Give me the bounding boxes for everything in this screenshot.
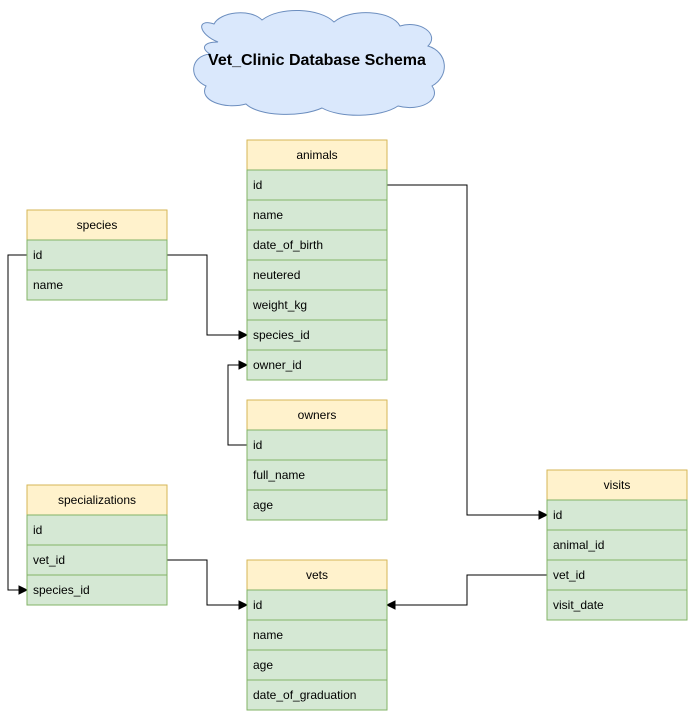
arrowhead-animals-visits (538, 510, 549, 520)
field-row (546, 559, 688, 591)
field-row (546, 589, 688, 621)
rel-species-specializations (7, 254, 27, 591)
diagram-title: Vet_Clinic Database Schema (208, 52, 426, 69)
field-name: name (253, 628, 283, 642)
field-name: species_id (33, 583, 90, 597)
table-title: species (77, 218, 118, 232)
field-name: id (253, 438, 262, 452)
field-name: full_name (253, 468, 305, 482)
rel-owners-animals (227, 364, 247, 446)
table-specializations: specializations id vet_id species_id (26, 484, 168, 606)
table-animals: animals id name date_of_birth neutered weight… (246, 139, 388, 381)
field-name: id (253, 598, 262, 612)
field-name: neutered (253, 268, 300, 282)
table-header (246, 399, 388, 431)
field-name: visit_date (553, 598, 604, 612)
rel-species-animals (167, 254, 241, 336)
field-row (246, 679, 388, 711)
field-row (546, 529, 688, 561)
field-name: weight_kg (252, 298, 307, 312)
arrowhead-species-specializations (18, 585, 29, 595)
field-row (246, 319, 388, 351)
field-name: vet_id (33, 553, 65, 567)
field-row (246, 199, 388, 231)
field-row (246, 619, 388, 651)
tables: animals id name date_of_birth neutered weight… (26, 139, 688, 711)
table-visits: visits id animal_id vet_id visit_date (546, 469, 688, 621)
field-row (246, 649, 388, 681)
field-row (26, 514, 168, 546)
field-name: name (33, 278, 63, 292)
relationship-lines (7, 184, 549, 610)
field-name: species_id (253, 328, 310, 342)
field-name: age (253, 498, 273, 512)
field-name: id (33, 248, 42, 262)
field-name: animal_id (553, 538, 604, 552)
table-header (546, 469, 688, 501)
field-name: vet_id (553, 568, 585, 582)
rel-visits-vets (393, 574, 547, 606)
cloud-shape (193, 10, 445, 116)
table-header (26, 209, 168, 241)
field-row (26, 269, 168, 301)
arrowhead-species-animals (238, 330, 249, 340)
field-row (246, 169, 388, 201)
field-name: date_of_birth (253, 238, 323, 252)
field-row (246, 289, 388, 321)
field-name: name (253, 208, 283, 222)
table-title: animals (296, 148, 337, 162)
field-name: id (553, 508, 562, 522)
table-title: visits (604, 478, 631, 492)
rel-animals-visits (387, 184, 541, 516)
field-row (26, 239, 168, 271)
field-row (246, 429, 388, 461)
arrowhead-visits-vets (385, 600, 396, 610)
field-row (26, 544, 168, 576)
table-header (246, 559, 388, 591)
field-row (246, 589, 388, 621)
field-row (546, 499, 688, 531)
field-name: id (253, 178, 262, 192)
table-title: specializations (58, 493, 136, 507)
field-row (246, 489, 388, 521)
arrowhead-specializations-vets (238, 600, 249, 610)
rel-specializations-vets (167, 559, 241, 606)
table-title: vets (306, 568, 328, 582)
field-name: id (33, 523, 42, 537)
field-row (26, 574, 168, 606)
table-title: owners (298, 408, 337, 422)
title-cloud: Vet_Clinic Database Schema (193, 10, 445, 116)
field-name: age (253, 658, 273, 672)
field-name: owner_id (253, 358, 302, 372)
table-vets: vets id name age date_of_graduation (246, 559, 388, 711)
table-species: species id name (26, 209, 168, 301)
arrowhead-owners-animals (238, 360, 249, 370)
field-name: date_of_graduation (253, 688, 356, 702)
field-row (246, 349, 388, 381)
